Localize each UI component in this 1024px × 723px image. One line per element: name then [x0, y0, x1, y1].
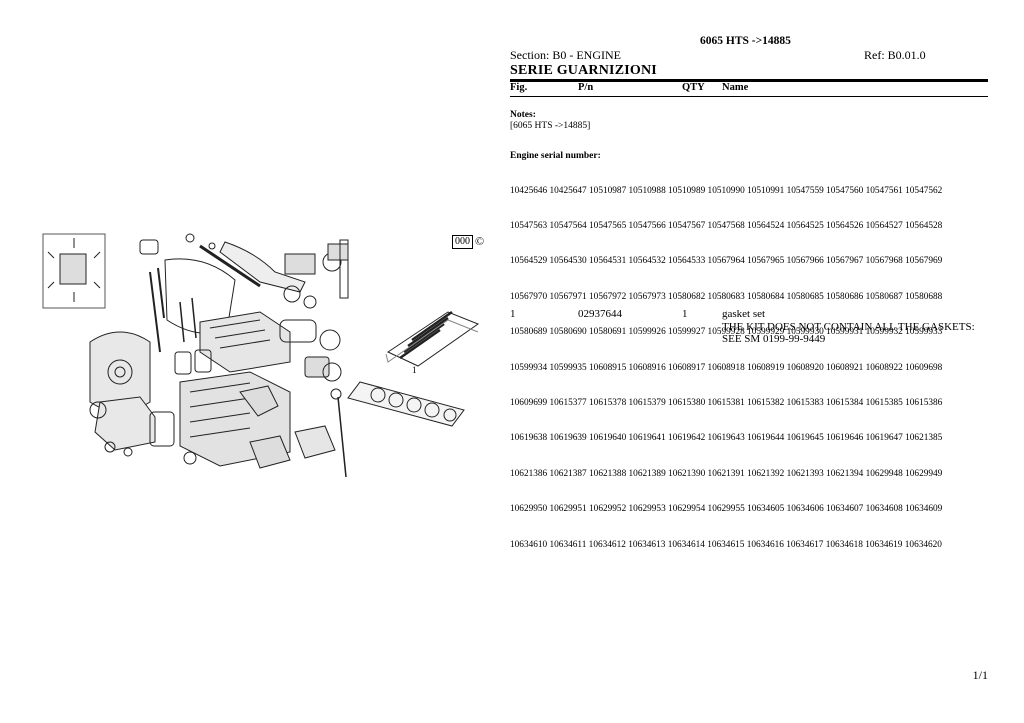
column-fig: Fig.: [510, 82, 528, 93]
header-divider: [510, 79, 988, 82]
part-number: 02937644: [578, 308, 622, 320]
callout-number: 1: [412, 365, 417, 375]
serial-line: 10619638 10619639 10619640 10619641 1061…: [510, 433, 943, 444]
part-name: gasket set THE KIT DOES NOT CONTAIN ALL …: [722, 308, 975, 346]
notes-label: Notes:: [510, 110, 536, 120]
serial-line: 10580689 10580690 10580691 10599926 1059…: [510, 327, 943, 338]
part-name-line: THE KIT DOES NOT CONTAIN ALL THE GASKETS…: [722, 320, 975, 333]
serial-line: 10621386 10621387 10621388 10621389 1062…: [510, 468, 943, 479]
group-title: SERIE GUARNIZIONI: [510, 63, 657, 78]
serial-line: 10634610 10634611 10634612 10634613 1063…: [510, 539, 942, 550]
serial-line: 10547563 10547564 10547565 10547566 1054…: [510, 220, 943, 231]
reference-label: Ref: B0.01.0: [864, 48, 926, 62]
column-qty: QTY: [682, 82, 705, 93]
section-label: Section: B0 - ENGINE: [510, 48, 621, 62]
engine-exploded-illustration: 1: [42, 233, 480, 478]
serial-label: Engine serial number:: [510, 151, 601, 161]
notes-text: [6065 HTS ->14885]: [510, 121, 591, 131]
column-divider: [510, 96, 988, 97]
part-qty: 1: [682, 308, 688, 320]
illustration-code: 000: [452, 234, 473, 249]
part-fig: 1: [510, 308, 516, 320]
serial-line: 10425646 10425647 10510987 10510988 1051…: [510, 185, 943, 196]
serial-line: 10567970 10567971 10567972 10567973 1058…: [510, 291, 943, 302]
serial-line: 10629950 10629951 10629952 10629953 1062…: [510, 504, 943, 515]
serial-list: 10425646 10425647 10510987 10510988 1051…: [510, 162, 980, 575]
copyright-symbol: ©: [475, 234, 485, 248]
page-title: 6065 HTS ->14885: [700, 35, 791, 47]
serial-line: 10564529 10564530 10564531 10564532 1056…: [510, 256, 943, 267]
page-number: 1/1: [972, 668, 988, 682]
illustration-badge: 000 ©: [452, 234, 484, 249]
part-name-line: gasket set: [722, 308, 766, 320]
serial-line: 10609699 10615377 10615378 10615379 1061…: [510, 397, 943, 408]
column-name: Name: [722, 82, 749, 93]
serial-line: 10599934 10599935 10608915 10608916 1060…: [510, 362, 943, 373]
part-name-line: SEE SM 0199-99-9449: [722, 333, 826, 345]
column-pn: P/n: [578, 82, 594, 93]
column-headers: Fig. P/n QTY Name: [510, 82, 988, 95]
